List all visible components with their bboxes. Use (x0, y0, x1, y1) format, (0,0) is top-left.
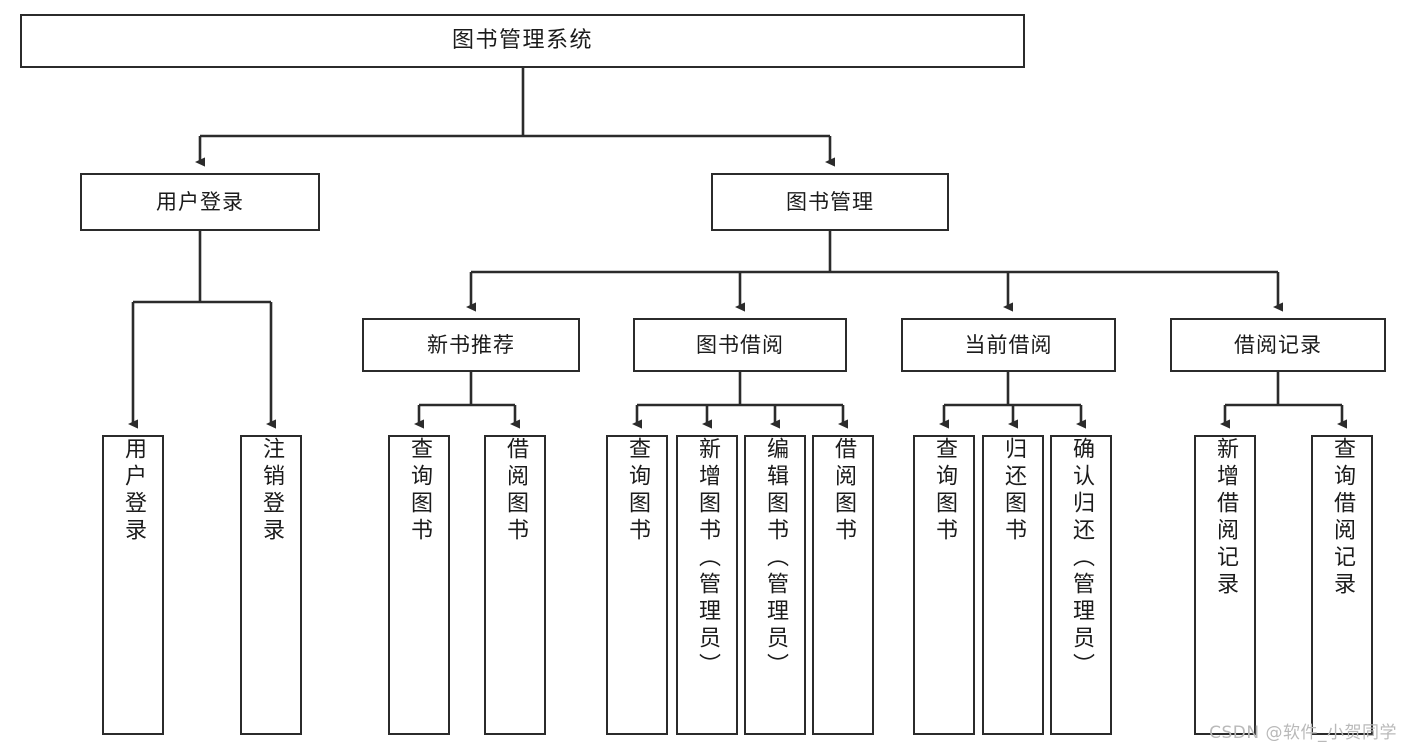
leaf-search-borrow-record[interactable]: 查询借阅记录 (1311, 435, 1373, 735)
leaf-borrow-book-recommend[interactable]: 借阅图书 (484, 435, 546, 735)
leaf-search-book-current-label: 查询图书 (932, 437, 957, 545)
leaf-add-borrow-record-label: 新增借阅记录 (1213, 437, 1238, 599)
node-book-borrow-label: 图书借阅 (696, 332, 784, 357)
node-book-management[interactable]: 图书管理 (711, 173, 949, 231)
node-borrow-records-label: 借阅记录 (1234, 332, 1322, 357)
leaf-edit-book-admin[interactable]: 编辑图书（管理员） (744, 435, 806, 735)
node-current-borrow-label: 当前借阅 (964, 332, 1053, 357)
leaf-confirm-return-admin-label: 确认归还（管理员） (1069, 437, 1094, 680)
leaf-return-book-label: 归还图书 (1001, 437, 1026, 545)
leaf-search-book-current[interactable]: 查询图书 (913, 435, 975, 735)
leaf-user-login[interactable]: 用户登录 (102, 435, 164, 735)
leaf-borrow-book-recommend-label: 借阅图书 (503, 437, 528, 545)
leaf-logout-label: 注销登录 (259, 437, 284, 545)
leaf-search-book-borrow-label: 查询图书 (625, 437, 650, 545)
node-new-book-recommend[interactable]: 新书推荐 (362, 318, 580, 372)
leaf-borrow-book-label: 借阅图书 (831, 437, 856, 545)
node-root-label: 图书管理系统 (451, 28, 593, 54)
leaf-search-book-recommend-label: 查询图书 (407, 437, 432, 545)
node-borrow-records[interactable]: 借阅记录 (1170, 318, 1386, 372)
leaf-add-borrow-record[interactable]: 新增借阅记录 (1194, 435, 1256, 735)
leaf-add-book-admin-label: 新增图书（管理员） (695, 437, 720, 680)
leaf-search-borrow-record-label: 查询借阅记录 (1330, 437, 1355, 599)
leaf-search-book-borrow[interactable]: 查询图书 (606, 435, 668, 735)
leaf-return-book[interactable]: 归还图书 (982, 435, 1044, 735)
leaf-logout[interactable]: 注销登录 (240, 435, 302, 735)
leaf-edit-book-admin-label: 编辑图书（管理员） (763, 437, 788, 680)
leaf-confirm-return-admin[interactable]: 确认归还（管理员） (1050, 435, 1112, 735)
node-book-management-label: 图书管理 (786, 189, 874, 214)
node-user-login[interactable]: 用户登录 (80, 173, 320, 231)
node-root[interactable]: 图书管理系统 (20, 14, 1025, 68)
leaf-borrow-book[interactable]: 借阅图书 (812, 435, 874, 735)
node-current-borrow[interactable]: 当前借阅 (901, 318, 1116, 372)
leaf-user-login-label: 用户登录 (121, 437, 146, 545)
node-user-login-label: 用户登录 (156, 189, 244, 214)
csdn-watermark: CSDN @软件_小贺同学 (1209, 723, 1397, 743)
node-book-borrow[interactable]: 图书借阅 (633, 318, 847, 372)
leaf-add-book-admin[interactable]: 新增图书（管理员） (676, 435, 738, 735)
node-new-book-recommend-label: 新书推荐 (427, 332, 515, 357)
leaf-search-book-recommend[interactable]: 查询图书 (388, 435, 450, 735)
